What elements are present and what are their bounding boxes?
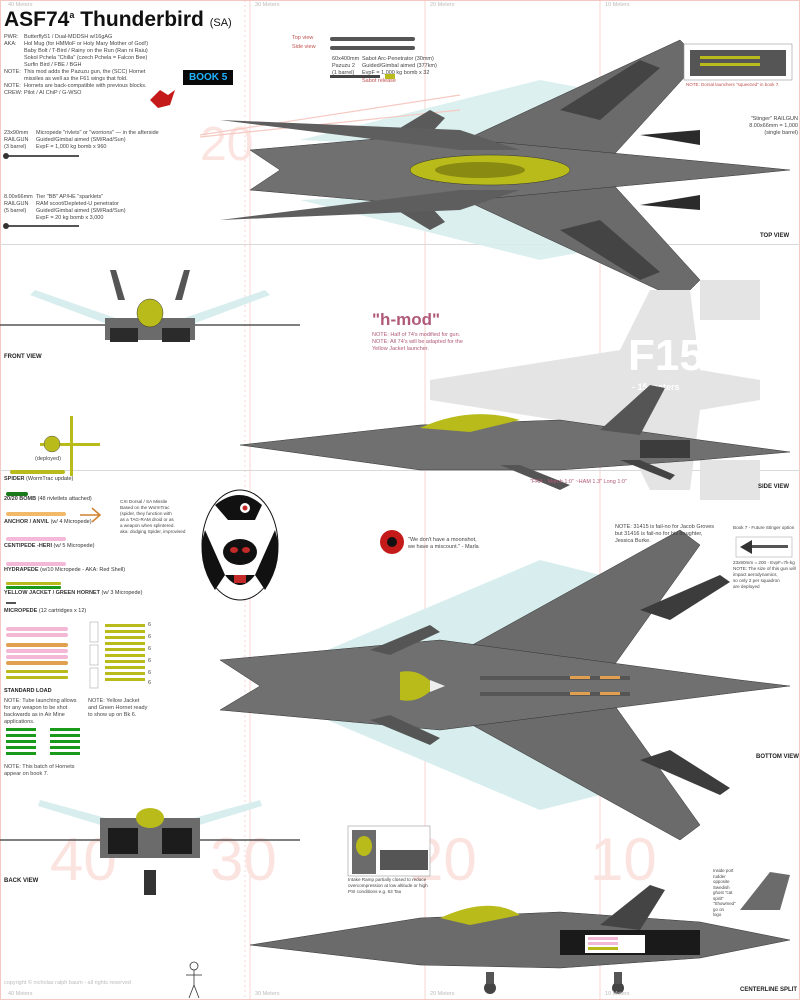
big-scale-marks: 40 30 20 10 20 bbox=[50, 118, 657, 893]
stinger-diagram bbox=[735, 536, 793, 558]
ruler-label: 20 Meters bbox=[430, 2, 455, 8]
load-count: 6 bbox=[148, 658, 152, 664]
load-count: 6 bbox=[148, 680, 152, 686]
spec-row: Surfin Bird / FBE / BGH bbox=[24, 62, 82, 68]
copyright-text: copyright © nicholas ralph baum - all ri… bbox=[4, 980, 131, 986]
weapons-stack bbox=[6, 492, 102, 604]
spec-row: PWR:Butterfly51 / Dual-MDDSH w/16gAG bbox=[4, 34, 113, 40]
spec-row: Sokol Pchela "Chilla" (czech Pchela = Fa… bbox=[24, 55, 148, 61]
load-count: 6 bbox=[148, 622, 152, 628]
load-count: 6 bbox=[148, 670, 152, 676]
svg-text:20: 20 bbox=[200, 118, 253, 171]
page-title: ASF74a Thunderbird (SA) bbox=[4, 8, 232, 32]
spider-deployed-label: (deployed) bbox=[35, 456, 61, 462]
weapon-micropede: MICROPEDE (12 cartridges x 12) bbox=[4, 608, 87, 614]
ruler-label-bottom: 10 Meters bbox=[605, 991, 630, 997]
ruler-label: 30 Meters bbox=[255, 2, 280, 8]
weapon-hydrapede: HYDRAPEDE (w/10 Micropede - AKA: Red She… bbox=[4, 567, 126, 573]
side-view-note: "FRA - March 1:0" ~HAM 1.3" Long 1:0" bbox=[530, 479, 627, 485]
load-note-hornets: NOTE: This batch of Hornets appear on bo… bbox=[4, 764, 75, 777]
spider-diagram bbox=[10, 416, 100, 476]
svg-text:30: 30 bbox=[210, 826, 277, 893]
standard-load-diagram bbox=[6, 621, 145, 755]
centerline-view-title: CENTERLINE SPLIT bbox=[740, 987, 798, 993]
side-view-label: Side view bbox=[292, 44, 316, 50]
weapon-centipede: CENTIPEDE -HERI (w/ 5 Micropede) bbox=[4, 543, 95, 549]
load-note-tube: NOTE: Tube launching allows for any weap… bbox=[4, 698, 77, 725]
load-count: 6 bbox=[148, 646, 152, 652]
dorsal-inset bbox=[683, 43, 793, 81]
load-note-yellow-jacket: NOTE: Yellow Jacket and Green Hornet rea… bbox=[88, 698, 148, 718]
book-badge: BOOK 5 bbox=[183, 70, 234, 85]
railgun-desc-a: Micropede "rivlets" or "worrions" — in t… bbox=[36, 130, 159, 150]
small-bird-icon bbox=[150, 90, 175, 108]
f15-title: F15 bbox=[628, 331, 704, 380]
dorsal-inset-note: NOTE: Dorsal launchers "squeezed" in boo… bbox=[686, 82, 780, 87]
load-count: 6 bbox=[148, 634, 152, 640]
hmod-title: "h-mod" bbox=[372, 310, 441, 329]
ruler-label: 40 Meters bbox=[8, 2, 33, 8]
bottom-view-aircraft bbox=[219, 529, 791, 841]
weapon-standard-load: STANDARD LOAD bbox=[4, 688, 52, 694]
top-view-label: Top view bbox=[292, 35, 314, 41]
weapon-yellow-jacket: YELLOW JACKET / GREEN HORNET (w/ 3 Micro… bbox=[4, 590, 143, 596]
title-main: ASF74 bbox=[4, 8, 70, 31]
ruler-label: 10 Meters bbox=[605, 2, 630, 8]
front-view-title: FRONT VIEW bbox=[4, 354, 42, 360]
intake-inset bbox=[347, 825, 431, 877]
spec-row: CREW:Pilot / AI ChiP / G-WSO bbox=[4, 90, 82, 96]
weapon-anchor: ANCHOR / ANVIL (w/ 4 Micropede) bbox=[4, 519, 92, 525]
svg-text:10: 10 bbox=[590, 826, 657, 893]
centerline-view-aircraft bbox=[249, 885, 791, 994]
red-sun-icon bbox=[380, 530, 404, 554]
railgun-diagrams bbox=[3, 153, 79, 229]
quote-text: "We don't have a moonshot,we have a misc… bbox=[408, 537, 479, 550]
spec-row: missiles as well as the F61 wings that f… bbox=[24, 76, 128, 82]
side-view-aircraft bbox=[239, 385, 791, 490]
gun-description: Sabot Arc-Penetrator (30mm)Guided/Gimbal… bbox=[362, 56, 437, 76]
thunderbird-emblem bbox=[201, 489, 279, 601]
gun-diagram bbox=[330, 37, 415, 79]
hmod-notes: NOTE: Half of 74's modified for gun.NOTE… bbox=[372, 332, 463, 352]
title-superscript: a bbox=[69, 10, 75, 20]
top-view-aircraft bbox=[220, 39, 791, 301]
railgun-desc-b: Tier "BB" AP/HE "sparklets"RAM scoot/Dep… bbox=[36, 194, 126, 221]
top-view-title: TOP VIEW bbox=[760, 233, 790, 239]
guide-lines bbox=[199, 94, 461, 138]
spec-row: NOTE:Hornets are back-compatible with pr… bbox=[4, 83, 147, 89]
front-view-aircraft bbox=[0, 270, 300, 342]
title-rest: Thunderbird bbox=[74, 8, 204, 31]
book7-note-title: Book 7 - Future Stinger option bbox=[733, 525, 795, 530]
weapon-bomb: 20/20 BOMB (48 rivletlets attached) bbox=[4, 496, 92, 502]
title-tag: (SA) bbox=[209, 17, 232, 29]
spec-row: NOTE:This mod adds the Pazuzu gun, the (… bbox=[4, 69, 146, 75]
rudder-inset bbox=[740, 872, 790, 910]
ruler-label-bottom: 20 Meters bbox=[430, 991, 455, 997]
back-view-title: BACK VIEW bbox=[4, 878, 39, 884]
spec-list: PWR:Butterfly51 / Dual-MDDSH w/16gAG AKA… bbox=[4, 34, 194, 97]
scale-figure bbox=[186, 961, 202, 999]
weapon-spider: SPIDER (WormTrac update) bbox=[4, 476, 74, 482]
bottom-view-title: BOTTOM VIEW bbox=[756, 754, 799, 760]
sabot-release-label: Sabot release bbox=[362, 78, 396, 84]
spec-row: Baby Bolt / T-Bird / Rainy on the Run (R… bbox=[24, 48, 148, 54]
side-view-title: SIDE VIEW bbox=[758, 484, 790, 490]
back-view-aircraft bbox=[0, 800, 300, 895]
ruler-label-bottom: 40 Meters bbox=[8, 991, 33, 997]
ruler-ticks bbox=[0, 244, 800, 471]
ruler-label-bottom: 30 Meters bbox=[255, 991, 280, 997]
spec-row: AKA:Hol Mug (for HMMoF or Holy Mary Moth… bbox=[4, 41, 149, 47]
